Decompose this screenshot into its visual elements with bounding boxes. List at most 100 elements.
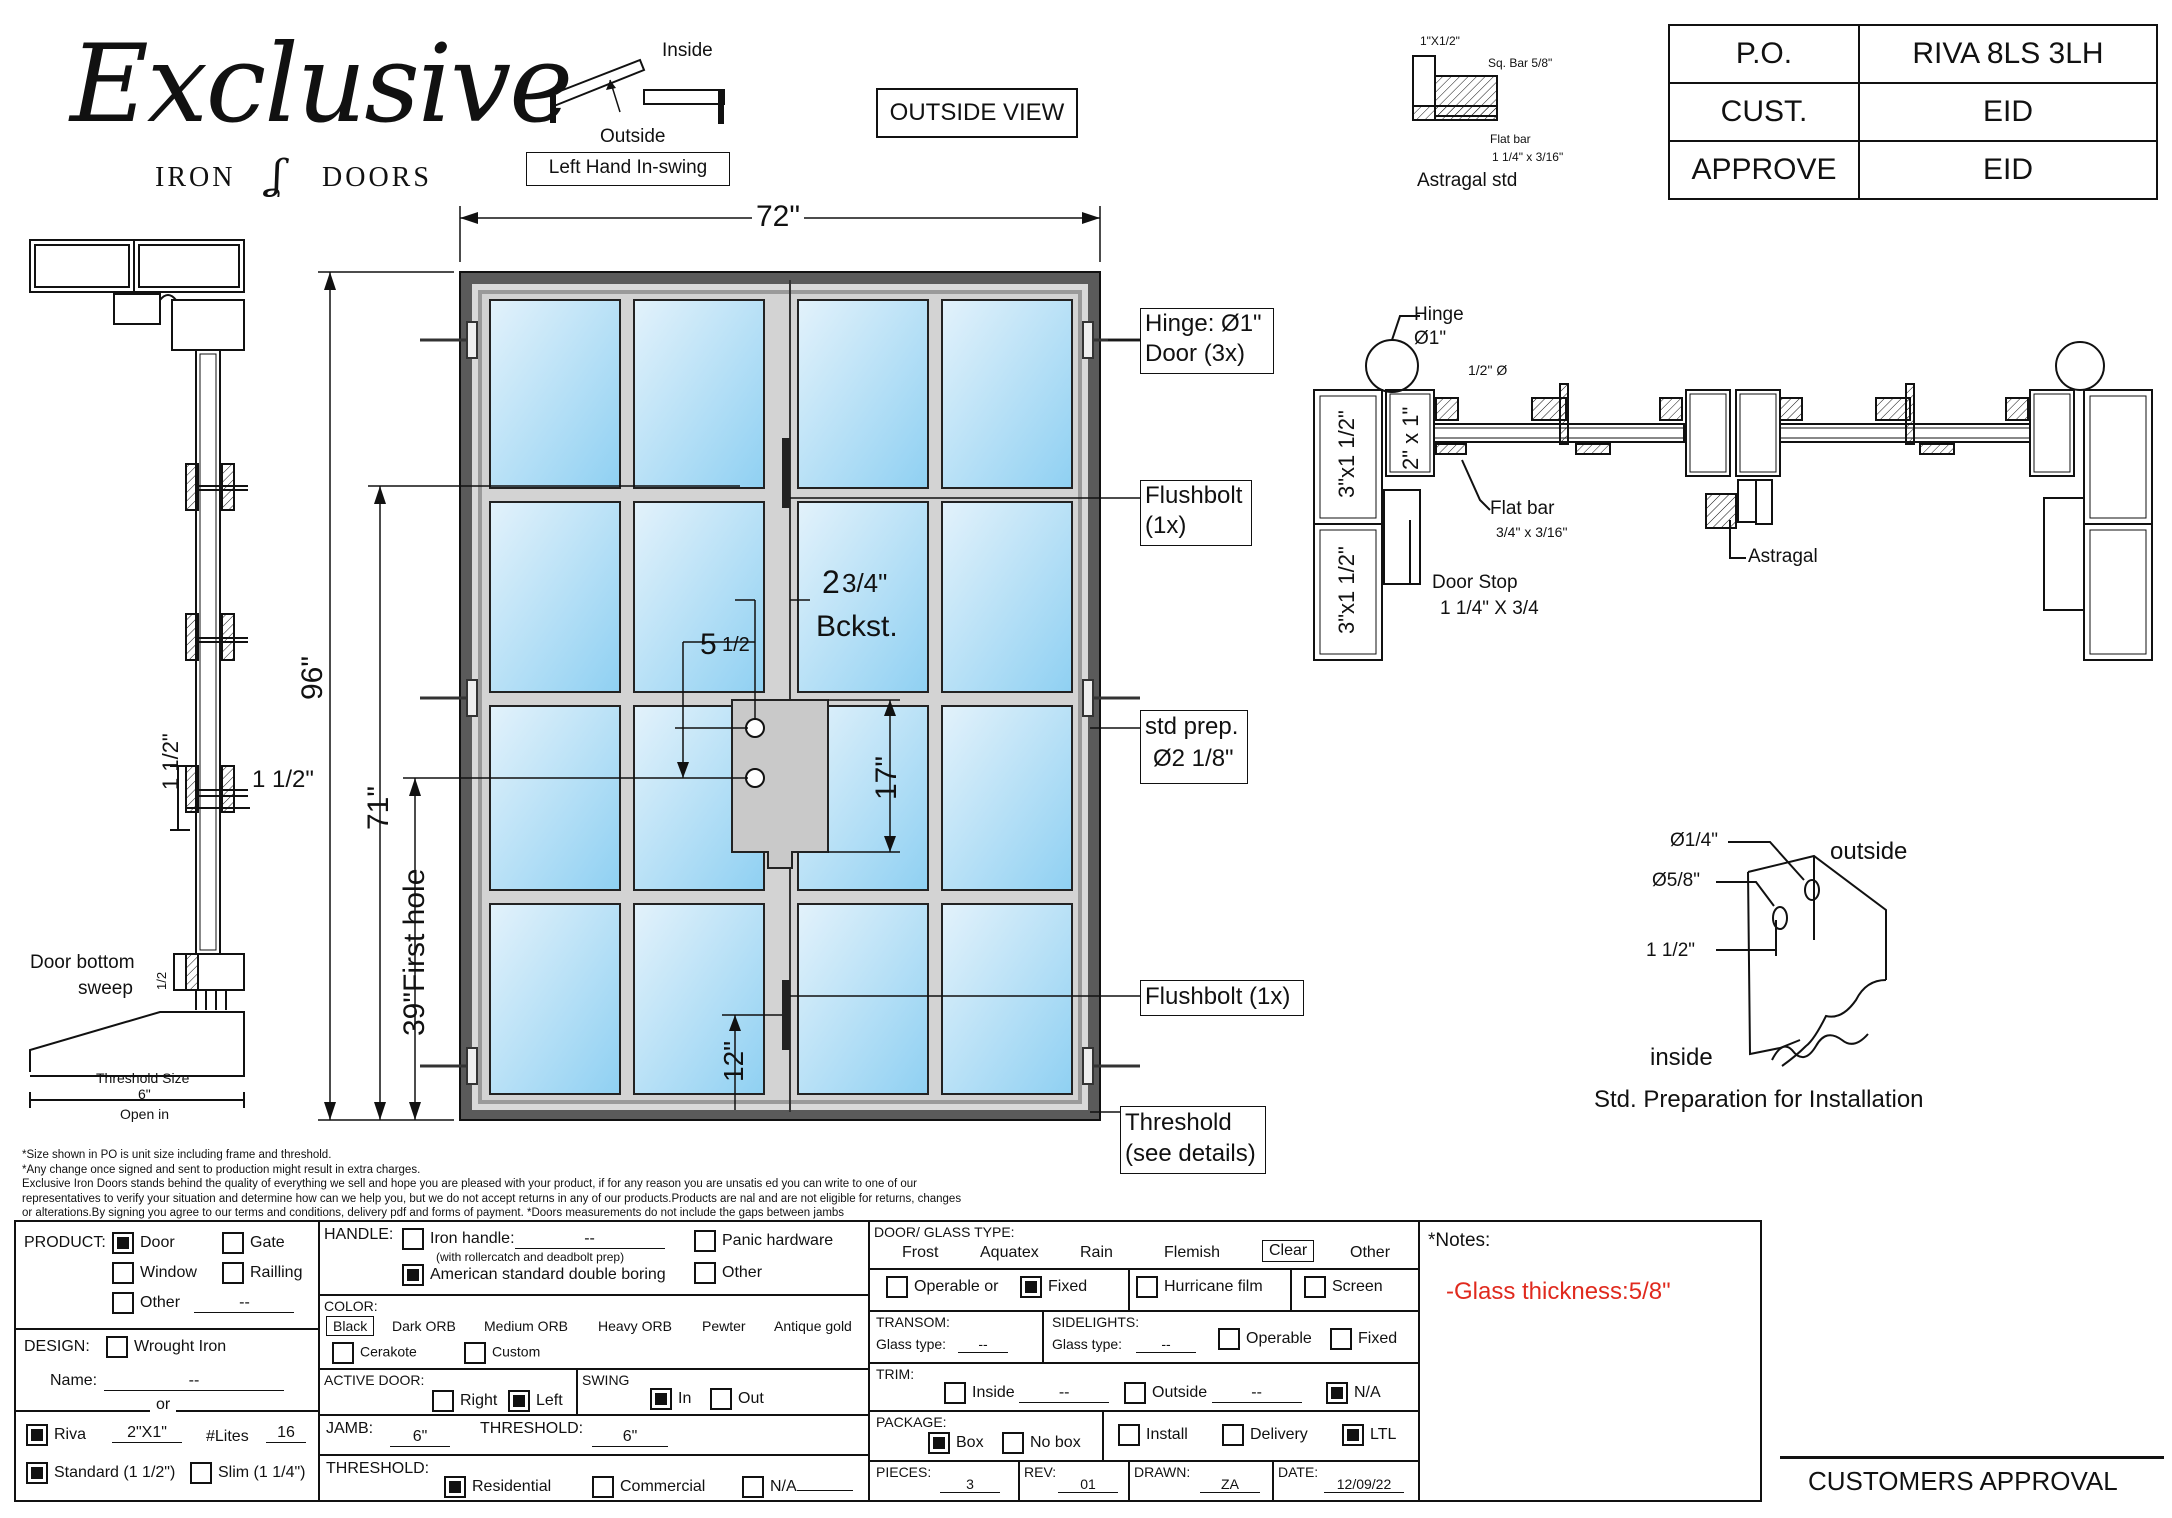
custom-checkbox[interactable]: [464, 1342, 486, 1364]
trim-outside-value[interactable]: --: [1211, 1384, 1302, 1404]
box-checkbox[interactable]: [928, 1432, 950, 1454]
slim-checkbox[interactable]: [190, 1462, 212, 1484]
residential-checkbox[interactable]: [444, 1476, 466, 1498]
custom-option[interactable]: Custom: [464, 1342, 540, 1364]
screen-option[interactable]: Screen: [1304, 1276, 1383, 1298]
glass-other[interactable]: Other: [1350, 1244, 1391, 1261]
riva-checkbox[interactable]: [26, 1424, 48, 1446]
american-checkbox[interactable]: [402, 1264, 424, 1286]
jamb-value[interactable]: 6": [390, 1428, 450, 1447]
glass-flemish[interactable]: Flemish: [1164, 1244, 1221, 1261]
box-option[interactable]: Box: [928, 1432, 984, 1454]
side-fixed-option[interactable]: Fixed: [1330, 1328, 1397, 1350]
american-option[interactable]: American standard double boring: [402, 1264, 666, 1286]
trim-na-option[interactable]: N/A: [1326, 1382, 1381, 1404]
handle-other-checkbox[interactable]: [694, 1262, 716, 1284]
hurricane-option[interactable]: Hurricane film: [1136, 1276, 1263, 1298]
residential-option[interactable]: Residential: [444, 1476, 551, 1498]
ltl-checkbox[interactable]: [1342, 1424, 1364, 1446]
design-name-value[interactable]: --: [104, 1372, 284, 1391]
drawn-value[interactable]: ZA: [1200, 1476, 1260, 1493]
lites-value[interactable]: 16: [266, 1424, 306, 1443]
transom-glass-value[interactable]: --: [958, 1336, 1008, 1353]
panic-checkbox[interactable]: [694, 1230, 716, 1252]
glass-clear[interactable]: Clear: [1262, 1240, 1315, 1262]
iron-handle-option[interactable]: Iron handle:--: [402, 1228, 665, 1250]
standard-checkbox[interactable]: [26, 1462, 48, 1484]
product-window[interactable]: Window: [112, 1262, 197, 1284]
design-wrought[interactable]: Wrought Iron: [106, 1336, 226, 1358]
product-other[interactable]: Other --: [112, 1292, 295, 1314]
commercial-checkbox[interactable]: [592, 1476, 614, 1498]
glass-aquatex[interactable]: Aquatex: [980, 1244, 1039, 1261]
cerakote-option[interactable]: Cerakote: [332, 1342, 417, 1364]
pieces-value[interactable]: 3: [940, 1476, 1000, 1493]
riva-size[interactable]: 2"X1": [112, 1424, 182, 1443]
operable-option[interactable]: Operable or: [886, 1276, 999, 1298]
slim-option[interactable]: Slim (1 1/4"): [190, 1462, 305, 1484]
ltl-option[interactable]: LTL: [1342, 1424, 1396, 1446]
nobox-option[interactable]: No box: [1002, 1432, 1081, 1454]
trim-outside-checkbox[interactable]: [1124, 1382, 1146, 1404]
railling-checkbox[interactable]: [222, 1262, 244, 1284]
trim-outside-option[interactable]: Outside --: [1124, 1382, 1302, 1404]
rev-value[interactable]: 01: [1058, 1476, 1118, 1493]
hurricane-checkbox[interactable]: [1136, 1276, 1158, 1298]
pieces-label: PIECES:: [876, 1464, 932, 1480]
right-checkbox[interactable]: [432, 1390, 454, 1412]
operable-checkbox[interactable]: [886, 1276, 908, 1298]
right-option[interactable]: Right: [432, 1390, 497, 1412]
fixed-checkbox[interactable]: [1020, 1276, 1042, 1298]
commercial-option[interactable]: Commercial: [592, 1476, 705, 1498]
date-value[interactable]: 12/09/22: [1324, 1476, 1404, 1493]
trim-inside-option[interactable]: Inside --: [944, 1382, 1110, 1404]
glass-rain[interactable]: Rain: [1080, 1244, 1113, 1261]
trim-inside-value[interactable]: --: [1019, 1384, 1110, 1404]
product-railling[interactable]: Railling: [222, 1262, 302, 1284]
door-checkbox[interactable]: [112, 1232, 134, 1254]
in-option[interactable]: In: [650, 1388, 691, 1410]
riva-option[interactable]: Riva: [26, 1424, 86, 1446]
side-operable-option[interactable]: Operable: [1218, 1328, 1312, 1350]
sidelights-glass-value[interactable]: --: [1136, 1336, 1196, 1353]
color-heavy-orb[interactable]: Heavy ORB: [598, 1318, 672, 1334]
window-checkbox[interactable]: [112, 1262, 134, 1284]
out-checkbox[interactable]: [710, 1388, 732, 1410]
product-door[interactable]: Door: [112, 1232, 175, 1254]
color-pewter[interactable]: Pewter: [702, 1318, 746, 1334]
glass-frost[interactable]: Frost: [902, 1244, 939, 1261]
nobox-checkbox[interactable]: [1002, 1432, 1024, 1454]
gate-checkbox[interactable]: [222, 1232, 244, 1254]
delivery-checkbox[interactable]: [1222, 1424, 1244, 1446]
other-value[interactable]: --: [194, 1294, 295, 1314]
na-checkbox[interactable]: [742, 1476, 764, 1498]
jamb-threshold-value[interactable]: 6": [592, 1428, 668, 1447]
product-gate[interactable]: Gate: [222, 1232, 285, 1254]
standard-option[interactable]: Standard (1 1/2"): [26, 1462, 175, 1484]
fixed-option[interactable]: Fixed: [1020, 1276, 1087, 1298]
color-dark-orb[interactable]: Dark ORB: [392, 1318, 456, 1334]
other-checkbox[interactable]: [112, 1292, 134, 1314]
screen-checkbox[interactable]: [1304, 1276, 1326, 1298]
panic-option[interactable]: Panic hardware: [694, 1230, 833, 1252]
iron-handle-value[interactable]: --: [514, 1230, 665, 1250]
out-option[interactable]: Out: [710, 1388, 764, 1410]
side-fixed-checkbox[interactable]: [1330, 1328, 1352, 1350]
wrought-iron-checkbox[interactable]: [106, 1336, 128, 1358]
trim-inside-checkbox[interactable]: [944, 1382, 966, 1404]
side-operable-checkbox[interactable]: [1218, 1328, 1240, 1350]
iron-handle-checkbox[interactable]: [402, 1228, 424, 1250]
color-black[interactable]: Black: [326, 1316, 375, 1336]
left-checkbox[interactable]: [508, 1390, 530, 1412]
install-option[interactable]: Install: [1118, 1424, 1188, 1446]
color-medium-orb[interactable]: Medium ORB: [484, 1318, 569, 1334]
left-option[interactable]: Left: [508, 1390, 563, 1412]
in-checkbox[interactable]: [650, 1388, 672, 1410]
color-antique-gold[interactable]: Antique gold: [774, 1318, 852, 1334]
delivery-option[interactable]: Delivery: [1222, 1424, 1308, 1446]
trim-na-checkbox[interactable]: [1326, 1382, 1348, 1404]
handle-other-option[interactable]: Other: [694, 1262, 762, 1284]
na-option[interactable]: N/A: [742, 1476, 853, 1498]
install-checkbox[interactable]: [1118, 1424, 1140, 1446]
cerakote-checkbox[interactable]: [332, 1342, 354, 1364]
